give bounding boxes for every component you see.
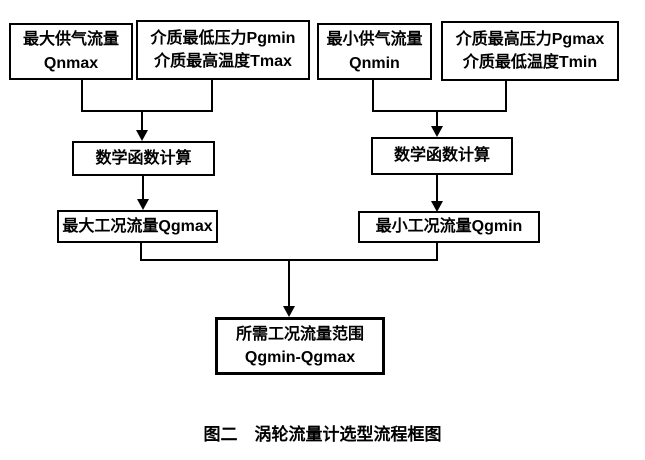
connector-left-merge-stem [141,112,143,131]
node-result-range-line2: Qgmin-Qgmax [244,349,356,366]
connector-pgmax-stub [505,81,507,110]
node-math-calc-left: 数学函数计算 [72,141,215,176]
arrowhead-left-merge [136,130,148,141]
node-qgmax: 最大工况流量Qgmax [57,210,218,243]
node-min-pressure-max-temp: 介质最低压力Pgmin 介质最高温度Tmax [136,20,310,80]
connector-pgmin-stub [211,80,213,110]
node-math-calc-left-label: 数学函数计算 [95,149,192,167]
node-max-pressure-line: 介质最高压力Pgmax [455,30,605,48]
node-result-range-line1: 所需工况流量范围 [235,325,364,343]
arrowhead-mathright-qgmin [431,201,443,212]
figure-caption: 图二 涡轮流量计选型流程框图 [203,425,442,444]
node-max-supply-flow-line1: 最大供气流量 [22,31,119,49]
connector-qnmin-stub [372,80,374,110]
connector-mathright-qgmin-stem [436,175,438,202]
node-qgmin: 最小工况流量Qgmin [358,211,540,243]
connector-right-merge-stem [436,112,438,127]
node-min-temp-line: 介质最低温度Tmin [462,54,598,71]
node-result-range: 所需工况流量范围 Qgmin-Qgmax [215,317,385,375]
node-min-supply-flow: 最小供气流量 Qnmin [317,23,432,80]
connector-qgmax-stub [140,243,142,259]
node-min-supply-flow-line1: 最小供气流量 [326,31,423,49]
node-min-supply-flow-line2: Qnmin [349,54,400,72]
connector-qgmin-stub [436,243,438,259]
node-max-pressure-min-temp: 介质最高压力Pgmax 介质最低温度Tmin [441,21,619,81]
node-min-pressure-line: 介质最低压力Pgmin [150,29,296,47]
arrowhead-bottom-merge [283,306,295,317]
arrowhead-right-merge [431,126,443,137]
connector-qnmax-stub [81,80,83,110]
arrowhead-mathleft-qgmax [137,199,149,210]
connector-bottom-merge-bar [140,259,438,261]
connector-bottom-merge-stem [288,261,290,307]
node-max-supply-flow-line2: Qnmax [43,54,99,72]
node-math-calc-right: 数学函数计算 [371,137,513,175]
connector-right-merge-bar [372,110,507,112]
connector-mathleft-qgmax-stem [142,176,144,200]
node-max-supply-flow: 最大供气流量 Qnmax [9,23,133,80]
node-math-calc-right-label: 数学函数计算 [393,147,490,165]
node-qgmin-label: 最小工况流量Qgmin [375,218,523,236]
node-max-temp-line: 介质最高温度Tmax [154,53,292,70]
connector-left-merge-bar [81,110,213,112]
node-qgmax-label: 最大工况流量Qgmax [62,217,213,235]
